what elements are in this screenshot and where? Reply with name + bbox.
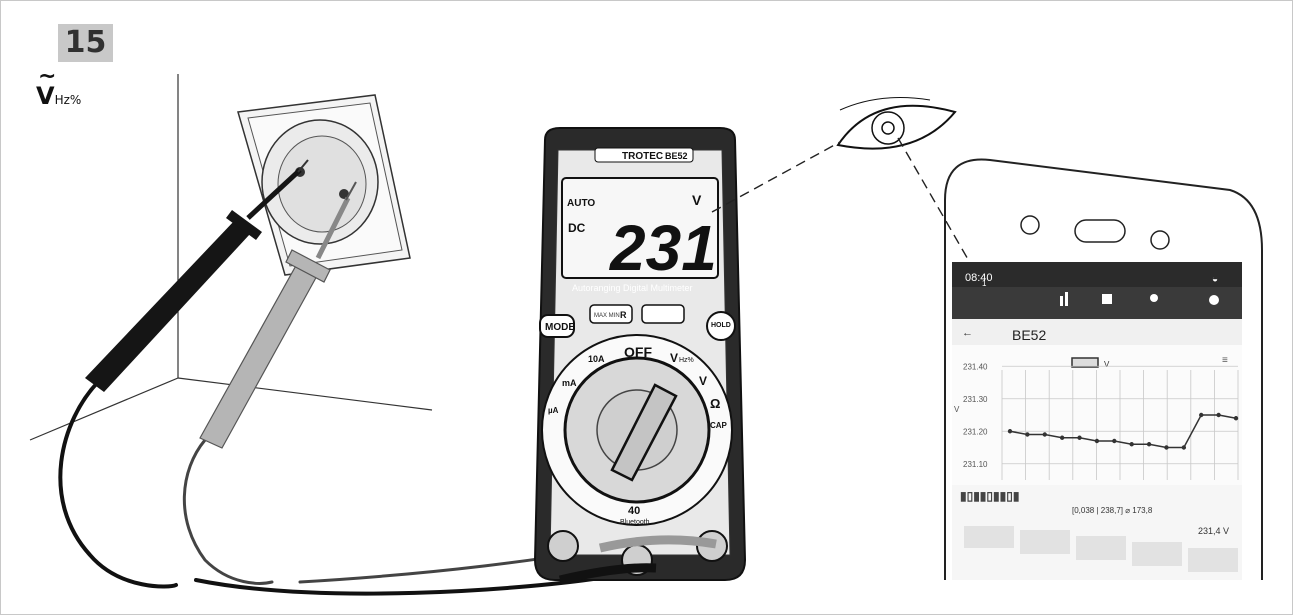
chart-point xyxy=(1008,429,1012,433)
chart-y-tick: 231.30 xyxy=(963,395,988,404)
chart-point xyxy=(1129,442,1133,446)
phone-toolbar xyxy=(952,287,1242,319)
hold-button-label: HOLD xyxy=(711,322,731,329)
legend-swatch xyxy=(1072,358,1098,367)
dial-ua: µA xyxy=(548,406,559,415)
smartphone: 08:40 ◒ 1 ← BE52 V ≡ V 231.40 231.30 231.2… xyxy=(945,160,1262,581)
phone-sparkline-icon: ▮▯▮▮▯▮▮▯▮ xyxy=(960,489,1019,503)
chart-point xyxy=(1077,436,1081,440)
phone-time: 08:40 xyxy=(965,272,993,284)
dial-vhz: V xyxy=(670,351,678,365)
phone-badge: 1 xyxy=(982,279,987,288)
multimeter: TROTEC BE52 AUTO DC 231 V Autoranging Di… xyxy=(535,128,745,580)
lcd-reading: 231 xyxy=(609,212,717,284)
mode-button-label: MODE xyxy=(545,322,575,333)
eye-icon xyxy=(838,98,955,149)
phone-menu-icon: ≡ xyxy=(1222,355,1228,366)
phone-device-name: BE52 xyxy=(1012,327,1046,343)
chart-point xyxy=(1182,445,1186,449)
chart-point xyxy=(1112,439,1116,443)
phone-wifi-icon: ◒ xyxy=(1212,274,1218,285)
chart-y-tick: 231.20 xyxy=(963,427,988,436)
dial-off: OFF xyxy=(624,344,652,360)
dial-vhz-sub: Hz% xyxy=(679,357,694,364)
bluetooth-light-button xyxy=(642,305,684,323)
dial-ohm: Ω xyxy=(710,396,720,411)
chart-y-tick: 231.10 xyxy=(963,460,988,469)
legend-unit: V xyxy=(1104,360,1110,369)
dial-bt-num: 40 xyxy=(628,505,640,517)
chart-point xyxy=(1216,413,1220,417)
chart-point xyxy=(1095,439,1099,443)
dial-bt-label: Bluetooth xyxy=(620,519,650,526)
chart-point xyxy=(1025,432,1029,436)
phone-range: [0,038 | 238,7] ⌀ 173,8 xyxy=(1072,506,1153,515)
phone-sensor xyxy=(1151,231,1169,249)
phone-value: 231,4 V xyxy=(1198,526,1229,536)
meter-model: BE52 xyxy=(665,151,688,161)
chart-point xyxy=(1199,413,1203,417)
meter-caption: Autoranging Digital Multimeter xyxy=(572,283,693,293)
phone-back-icon: ← xyxy=(962,327,973,339)
chart-point xyxy=(1060,436,1064,440)
lcd-dc: DC xyxy=(568,221,586,235)
range-label: R xyxy=(620,310,627,320)
max-min-label: MAX MIN xyxy=(594,313,620,319)
lcd-auto: AUTO xyxy=(567,198,595,209)
dial-10a: 10A xyxy=(588,354,605,364)
jack-left xyxy=(548,531,578,561)
dial-cap: CAP xyxy=(710,421,728,430)
black-probe xyxy=(85,160,308,392)
chart-point xyxy=(1147,442,1151,446)
phone-camera xyxy=(1021,216,1039,234)
dial-vdc: V xyxy=(699,374,707,388)
dial-ma: mA xyxy=(562,378,577,388)
chart-y-tick: 231.40 xyxy=(963,362,988,371)
y-axis-unit: V xyxy=(954,405,960,414)
chart-point xyxy=(1164,445,1168,449)
meter-brand: TROTEC xyxy=(622,151,663,162)
phone-speaker xyxy=(1075,220,1125,242)
chart-point xyxy=(1234,416,1238,420)
chart-point xyxy=(1043,432,1047,436)
lcd-unit: V xyxy=(692,192,702,208)
